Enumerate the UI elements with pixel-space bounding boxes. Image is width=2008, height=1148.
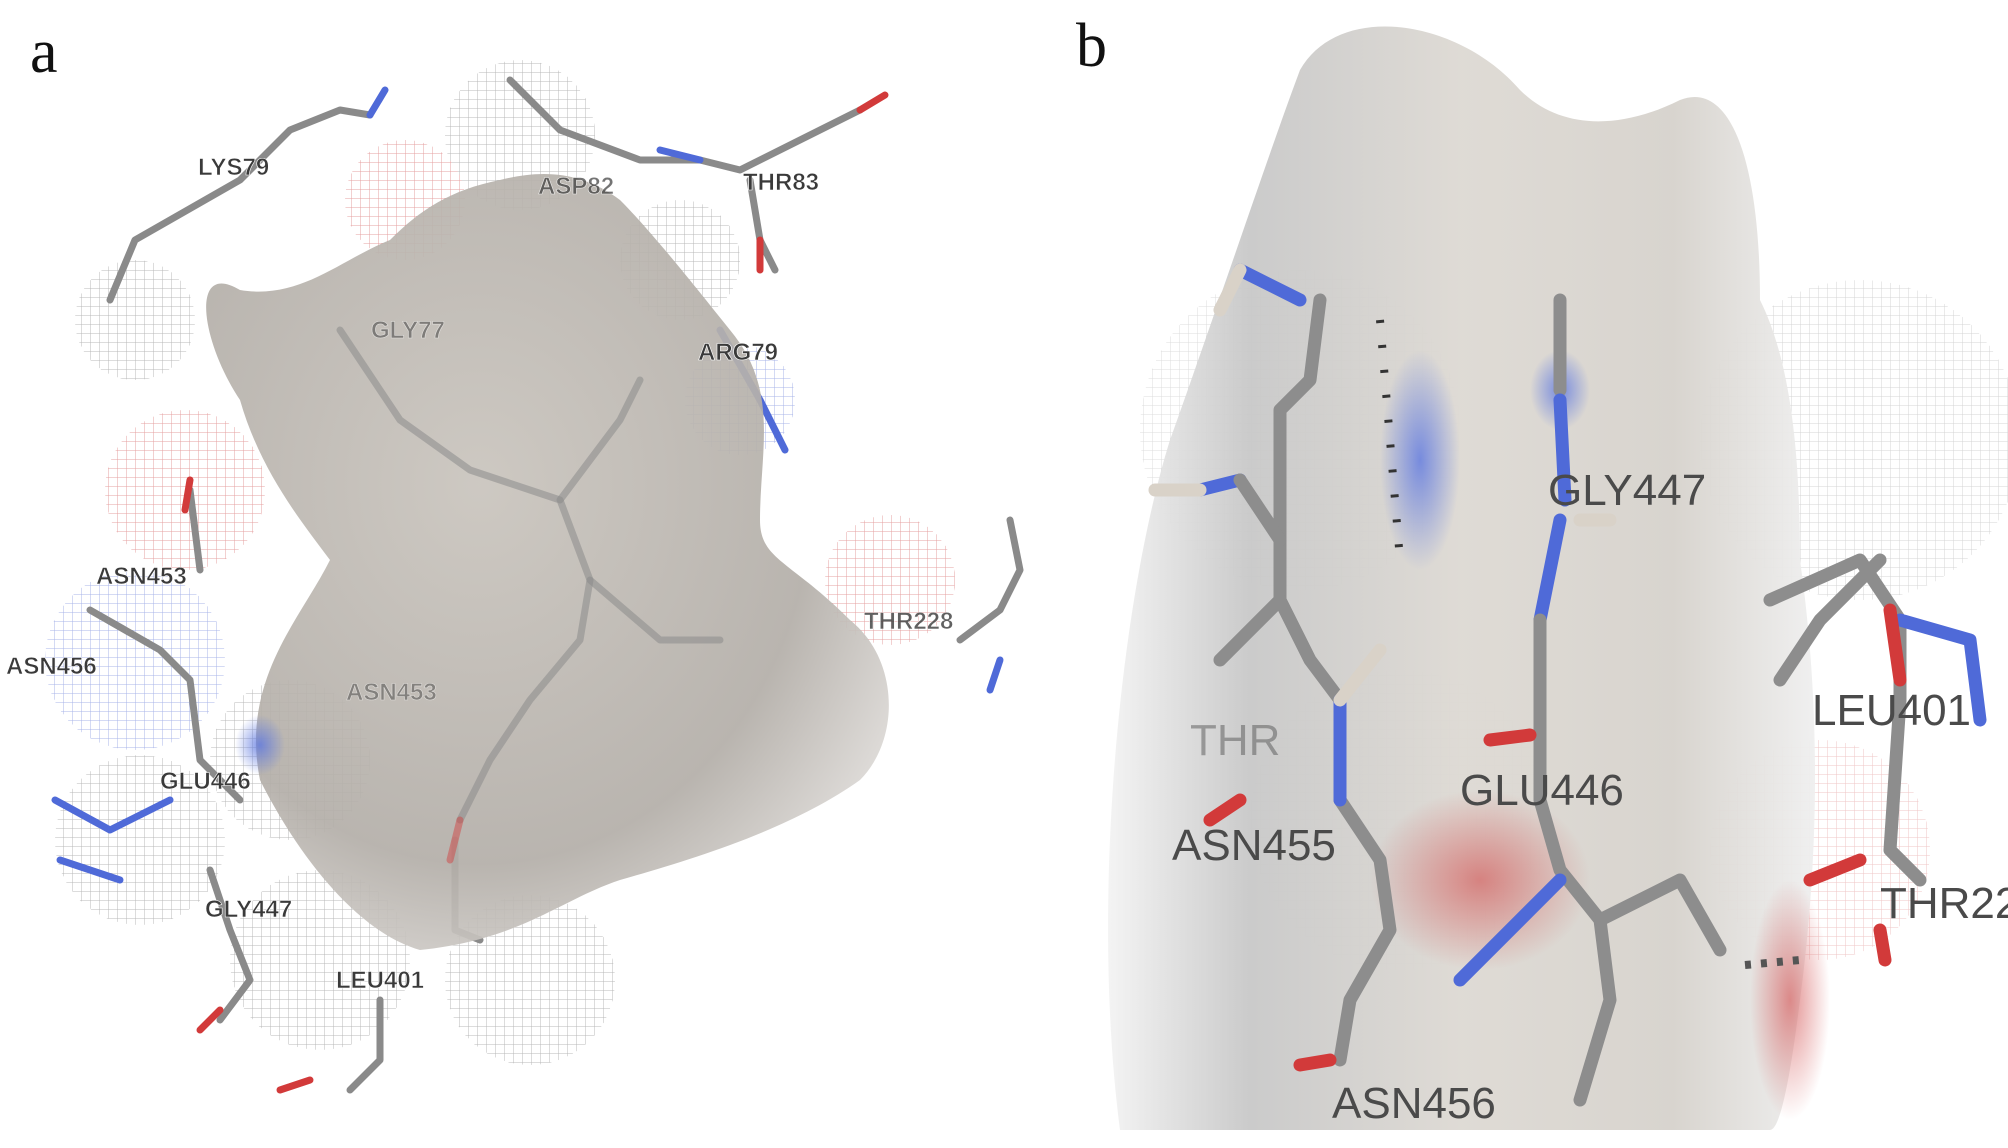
residue-label: GLY447 bbox=[205, 896, 292, 923]
residue-label: THR228 bbox=[864, 608, 953, 635]
residue-label: LEU401 bbox=[1812, 686, 1971, 735]
panel-b: b bbox=[1050, 12, 2008, 1148]
panel-a-letter: a bbox=[30, 18, 58, 86]
residue-label: ASN456 bbox=[6, 653, 97, 680]
residue-label: ASN456 bbox=[1332, 1079, 1496, 1128]
residue-label: GLY77 bbox=[371, 317, 445, 344]
ligand-surface bbox=[206, 174, 889, 951]
residue-label: GLY447 bbox=[1548, 466, 1706, 515]
ligand-surface bbox=[1108, 26, 1830, 1130]
residue-sticks bbox=[51, 76, 1024, 1094]
residue-sticks bbox=[1148, 263, 1987, 1107]
residue-label: ASP82 bbox=[538, 173, 614, 200]
residue-label: GLU446 bbox=[1460, 766, 1624, 815]
hydrogen-bonds bbox=[1376, 319, 1801, 969]
residue-label: ASN453 bbox=[346, 679, 437, 706]
residue-labels: LYS79 ASP82 THR83 GLY77 ARG79 ASN453 ASN… bbox=[6, 154, 954, 995]
residue-label: THR228 bbox=[1880, 879, 2008, 928]
residue-label: THR bbox=[1190, 716, 1280, 765]
residue-label: LYS79 bbox=[198, 154, 269, 181]
residue-label: ASN455 bbox=[1172, 821, 1336, 870]
residue-label: ASN453 bbox=[96, 563, 187, 590]
residue-label: GLU446 bbox=[160, 768, 251, 795]
residue-label: THR83 bbox=[743, 169, 819, 196]
residue-label: ARG79 bbox=[698, 339, 778, 366]
residue-labels: GLY447 LEU401 THR ASN455 GLU446 THR228 A… bbox=[1172, 466, 2008, 1128]
residue-label: LEU401 bbox=[336, 967, 424, 994]
panel-b-letter: b bbox=[1076, 12, 1107, 80]
bottom-margin bbox=[1050, 1130, 2008, 1148]
panel-a: a bbox=[6, 18, 1024, 1094]
